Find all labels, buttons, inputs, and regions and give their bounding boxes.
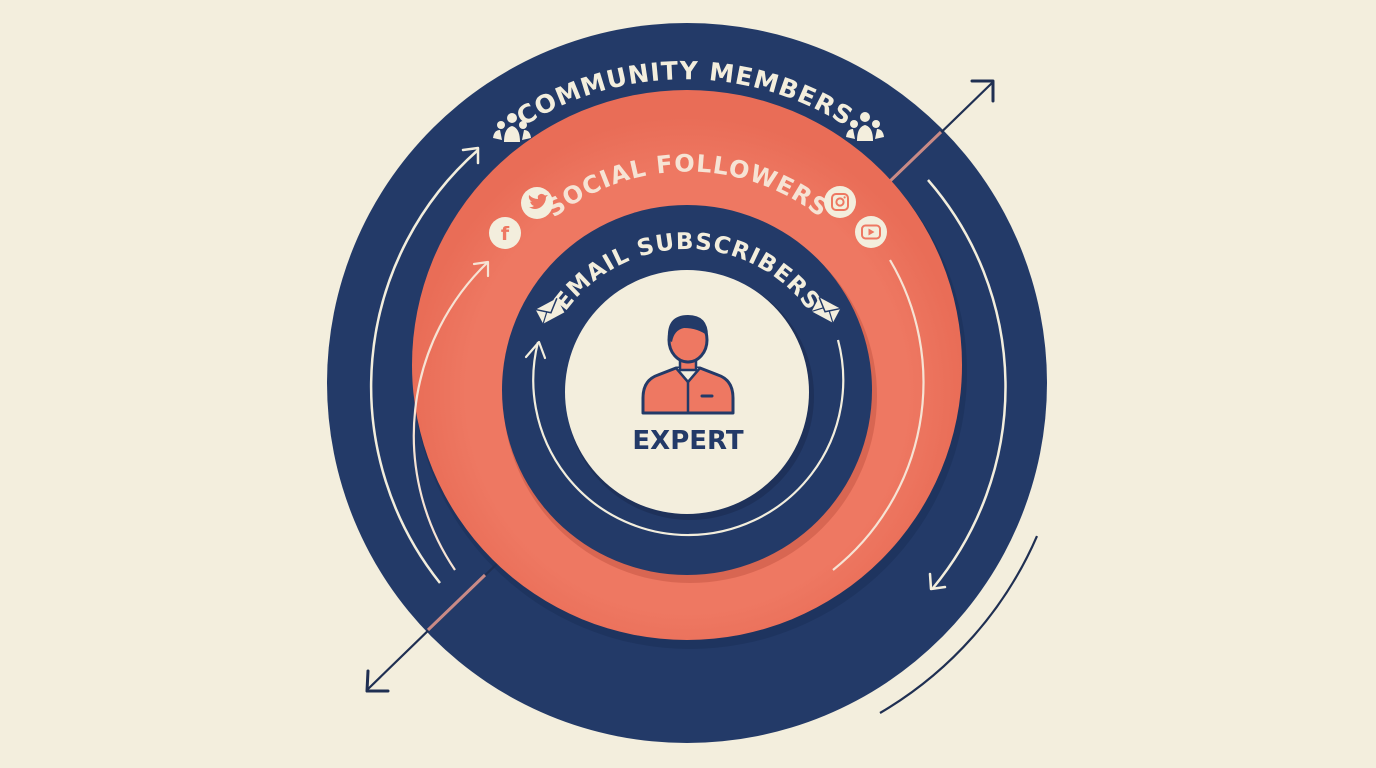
person-icon [641, 315, 735, 415]
center-label: EXPERT [632, 426, 743, 456]
group-icon [493, 113, 531, 142]
outer-orbit-arc [879, 535, 1039, 714]
svg-text:f: f [501, 223, 510, 245]
social-flow-arrowhead-left [472, 260, 490, 278]
expansion-divider-bottom [426, 573, 487, 632]
social-flow-arc-right [832, 259, 925, 571]
community-flow-arrowhead-left [461, 146, 480, 165]
envelope-icon [535, 298, 565, 324]
community-flow-arc-left [369, 149, 479, 584]
youtube-icon [855, 216, 887, 248]
twitter-icon [521, 187, 553, 219]
community-flow-arc-right [927, 179, 1007, 589]
expansion-divider-top [883, 130, 943, 188]
envelope-icon [811, 297, 841, 323]
expansion-arrowhead-top [970, 79, 995, 103]
social-flow-arc-left [412, 261, 489, 571]
email-flow-arc [532, 339, 845, 537]
expansion-arrowhead-bottom [365, 669, 390, 693]
facebook-icon: f [489, 217, 521, 249]
group-icon [846, 112, 884, 141]
instagram-icon [824, 186, 856, 218]
email-flow-arrowhead [524, 340, 547, 360]
community-flow-arrowhead-right [928, 572, 947, 591]
